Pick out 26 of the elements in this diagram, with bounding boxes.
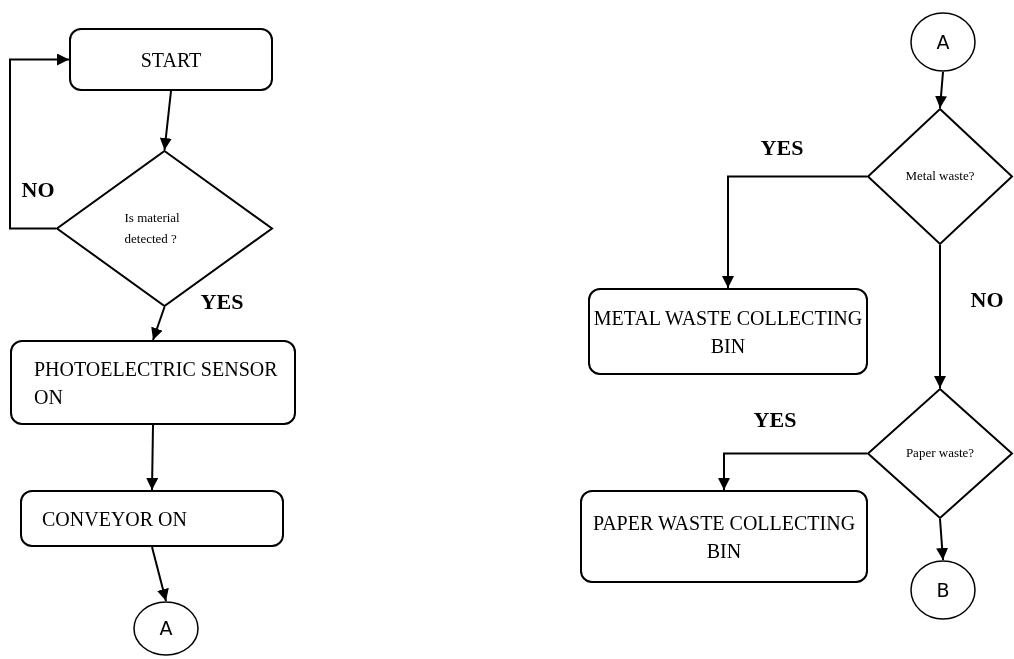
question-text: Paper waste? xyxy=(905,444,975,463)
step-text: A xyxy=(159,616,173,642)
question-text: Metal waste? xyxy=(905,167,975,186)
process-box xyxy=(20,490,284,547)
step-text: A xyxy=(936,29,950,55)
question-text: Is material detected ? xyxy=(124,208,181,248)
process-box xyxy=(588,288,868,375)
arrow xyxy=(9,53,70,230)
arrow xyxy=(151,546,169,602)
arrow xyxy=(722,175,868,289)
arrow xyxy=(935,71,947,109)
arrow xyxy=(146,424,159,491)
arrow xyxy=(159,90,172,151)
process-box xyxy=(10,340,296,425)
step-text: B xyxy=(936,577,950,603)
step-text: PHOTOELECTRIC SENSOR ON xyxy=(34,356,279,410)
step-text: START xyxy=(140,47,202,73)
arrow xyxy=(936,518,949,561)
arrow xyxy=(151,306,166,341)
process-box xyxy=(69,28,273,91)
process-box xyxy=(580,490,868,583)
arrow xyxy=(718,452,868,491)
step-text: METAL WASTE COLLECTING BIN xyxy=(592,305,864,359)
arrow xyxy=(934,244,946,389)
step-text: CONVEYOR ON xyxy=(42,506,187,532)
step-text: PAPER WASTE COLLECTING BIN xyxy=(591,510,857,564)
